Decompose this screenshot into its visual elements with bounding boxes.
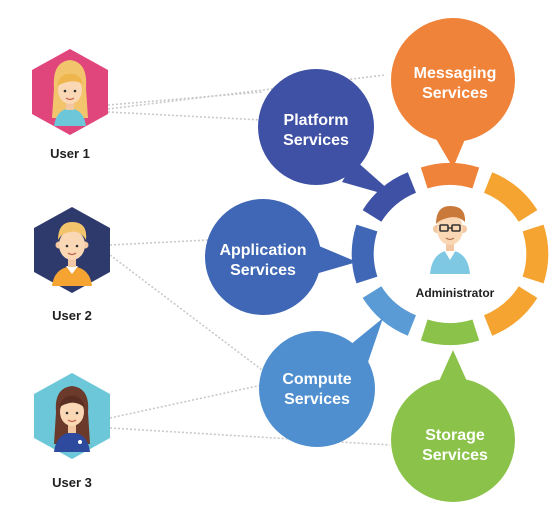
user3-bangs [59, 395, 85, 408]
application-services-line1: Application [219, 242, 306, 259]
platform-bubble-circle [258, 69, 374, 185]
admin-ring [351, 163, 549, 345]
admin-mouth [445, 237, 455, 241]
ring-segment-messaging [420, 163, 480, 189]
connector-user3-storage [109, 427, 391, 446]
compute-bubble-circle [259, 331, 375, 447]
ring-segment-orange-3 [483, 285, 538, 336]
user1-bangs [57, 73, 83, 86]
user-1-label: User 1 [50, 146, 90, 161]
user-2[interactable]: User 2 [34, 207, 110, 323]
user1-shirt [54, 108, 86, 126]
user3-mouth [67, 419, 77, 423]
administrator-avatar[interactable]: Administrator [416, 206, 495, 300]
user1-eye-left [63, 89, 67, 93]
connector-user3-compute [109, 384, 263, 419]
admin-head [437, 213, 463, 245]
platform-services-line1: Platform [284, 112, 349, 129]
messaging-services-line2: Services [422, 85, 488, 102]
user2-mouth [67, 252, 77, 256]
connector-user2-application [109, 239, 209, 246]
admin-neck [446, 242, 454, 251]
storage-services-line2: Services [422, 447, 488, 464]
ring-segment-compute [362, 285, 417, 336]
user3-eye-left [65, 411, 69, 415]
user2-neck [68, 258, 76, 267]
admin-collar [444, 250, 456, 260]
application-bubble-circle [205, 199, 321, 315]
admin-hair [436, 206, 466, 224]
connector-user1-platform [107, 91, 263, 106]
user1-neck [66, 100, 74, 110]
ring-segment-platform [362, 172, 417, 223]
storage-bubble-tail [436, 350, 470, 388]
storage-services-bubble[interactable]: Storage Services [391, 350, 515, 502]
application-services-line2: Services [230, 262, 296, 279]
user1-mouth [65, 97, 75, 101]
compute-services-bubble[interactable]: Compute Services [259, 318, 383, 447]
messaging-services-line1: Messaging [414, 65, 497, 82]
user1-eye-right [73, 89, 77, 93]
user-3[interactable]: User 3 [34, 373, 110, 490]
user2-eye-left [65, 244, 69, 248]
user2-eye-right [75, 244, 79, 248]
platform-services-line2: Services [283, 132, 349, 149]
platform-bubble-tail [342, 160, 398, 198]
messaging-services-bubble[interactable]: Messaging Services [391, 18, 515, 168]
ring-segment-storage [420, 319, 480, 345]
messaging-bubble-circle [391, 18, 515, 142]
user3-shirt [54, 432, 90, 452]
admin-shirt [430, 250, 470, 274]
application-services-bubble[interactable]: Application Services [205, 199, 357, 315]
user2-collar [66, 266, 78, 274]
platform-services-bubble[interactable]: Platform Services [258, 69, 398, 198]
user-1[interactable]: User 1 [32, 49, 108, 161]
user-2-label: User 2 [52, 308, 92, 323]
user2-hair [58, 222, 87, 240]
connector-user1-platform-low [107, 111, 263, 121]
user-3-label: User 3 [52, 475, 92, 490]
user2-shirt [52, 266, 92, 286]
user3-eye-right [75, 411, 79, 415]
ring-segment-application [351, 224, 378, 284]
user1-face [58, 76, 82, 104]
compute-services-line1: Compute [282, 371, 351, 388]
user3-badge [78, 440, 82, 444]
ring-segment-orange-2 [522, 224, 549, 284]
administrator-label: Administrator [416, 286, 495, 300]
user3-face [60, 398, 84, 426]
storage-bubble-circle [391, 378, 515, 502]
user3-neck [68, 424, 76, 433]
storage-services-line1: Storage [425, 427, 485, 444]
ring-segment-orange-1 [483, 172, 538, 223]
application-bubble-tail [312, 243, 357, 275]
compute-services-line2: Services [284, 391, 350, 408]
user2-face [59, 230, 85, 260]
